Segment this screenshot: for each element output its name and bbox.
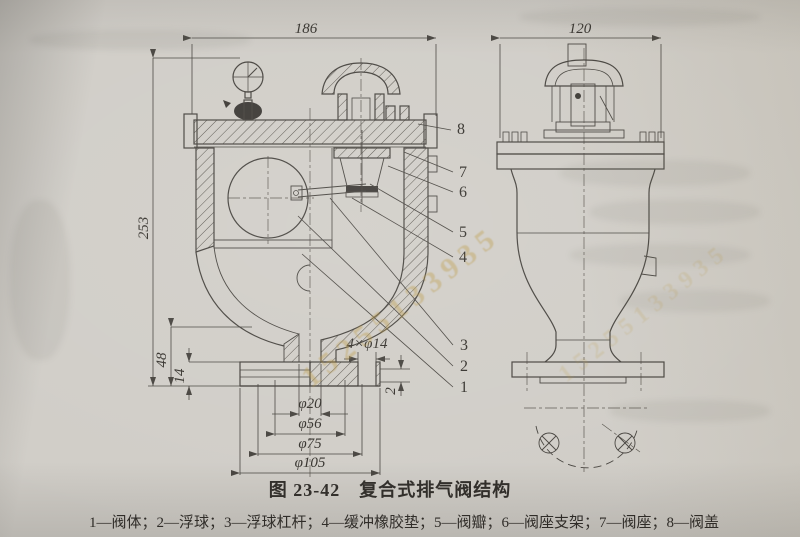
callout-4: 4 [459,249,467,266]
dim-48: 48 [154,352,170,368]
dim-d56: φ56 [298,416,322,432]
exhaust-cap [543,43,625,139]
valve-body-outline [510,168,657,363]
valve-cover [183,105,438,149]
bottom-flange [511,361,665,384]
callout-7: 7 [459,164,467,181]
left-view-dimension-labels: 186 253 48 14 2 4×φ14 φ20 φ56 φ75 φ105 [136,21,399,471]
callout-leaders [297,123,454,388]
dim-width-186: 186 [295,21,318,37]
dim-2: 2 [383,387,399,395]
dim-height-253: 253 [136,217,152,240]
callout-2: 2 [460,358,468,375]
callout-6: 6 [459,184,467,201]
page-bleedthrough [570,244,750,266]
dim-bolt-holes: 4×φ14 [347,336,388,352]
page-bleedthrough [30,30,250,50]
top-flange [496,131,665,170]
dim-width-120: 120 [569,21,592,37]
float-ball [227,157,309,239]
dim-14: 14 [172,368,188,384]
dim-d75: φ75 [298,436,322,452]
page-bleedthrough [560,160,750,186]
exhaust-cap [321,62,401,121]
callout-numbers: 8 7 6 5 4 3 2 1 [457,121,468,396]
bolt-circle-view [535,425,639,469]
callout-3: 3 [460,337,468,354]
page-bleedthrough [590,200,760,224]
callout-8: 8 [457,121,465,138]
right-view-dimensions [491,35,662,138]
page-bleedthrough [520,8,760,26]
parts-legend: 1—阀体；2—浮球；3—浮球杠杆；4—缓冲橡胶垫；5—阀瓣；6—阀座支架；7—阀… [88,515,719,531]
centerlines [524,48,648,472]
left-view-dimensions [148,35,437,476]
figure-caption: 图 23-42 复合式排气阀结构 [268,480,512,500]
bottom-flange [239,361,381,387]
page-bleedthrough [610,400,770,422]
dim-d105: φ105 [295,455,326,471]
page-bleedthrough [10,200,70,360]
page-bleedthrough [620,290,770,312]
dim-d20: φ20 [298,396,322,412]
left-drawing-section-view [183,58,438,478]
callout-5: 5 [459,224,467,241]
pressure-gauge [223,61,264,121]
callout-1: 1 [460,379,468,396]
right-drawing-outside-view [496,43,665,472]
